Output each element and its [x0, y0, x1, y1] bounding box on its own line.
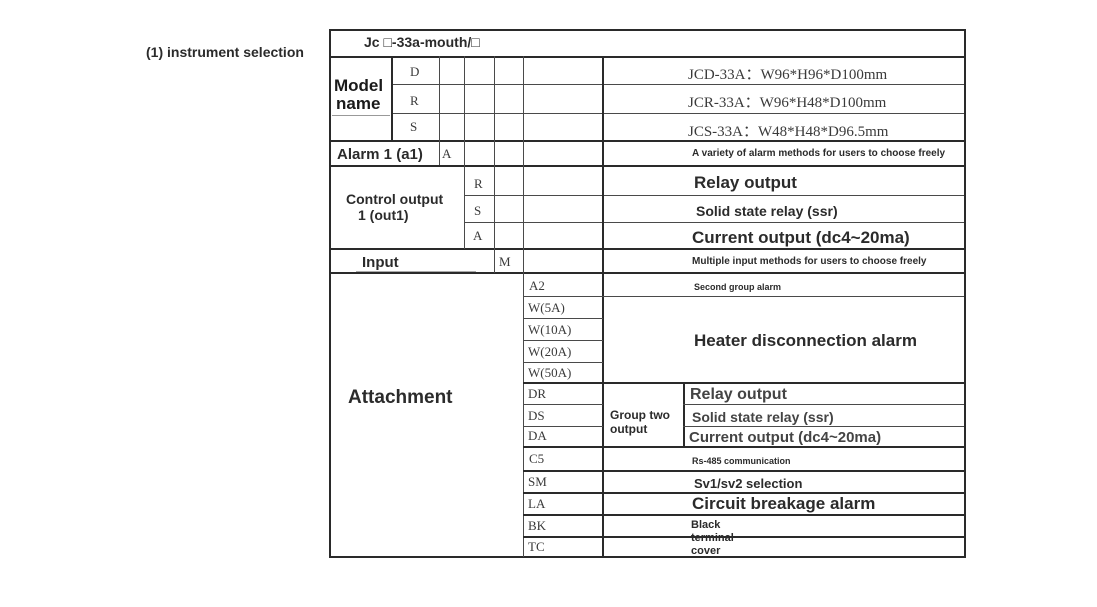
- group-two-desc-relay: Relay output: [690, 386, 787, 403]
- model-code-s: S: [410, 119, 418, 134]
- attachment-code-bk: BK: [528, 518, 547, 533]
- input-underline: [356, 271, 476, 272]
- attachment-desc-c5: Rs-485 communication: [692, 456, 791, 466]
- control-code-s: S: [474, 203, 482, 218]
- group-two-label-line1: Group two: [610, 408, 670, 422]
- heater-code-20a: W(20A): [528, 344, 572, 359]
- attachment-desc-bk-line2: terminal: [691, 532, 734, 544]
- group-two-code-dr: DR: [528, 386, 547, 401]
- group-two-code-da: DA: [528, 428, 547, 443]
- group-two-desc-ssr: Solid state relay (ssr): [692, 409, 834, 425]
- heater-code-5a: W(5A): [528, 300, 565, 315]
- control-code-a: A: [473, 228, 483, 243]
- heater-code-10a: W(10A): [528, 322, 572, 337]
- model-name-label-line2: name: [336, 94, 381, 113]
- model-name-label-line1: Model: [334, 76, 384, 95]
- attachment-code-c5: C5: [529, 451, 545, 466]
- heater-desc: Heater disconnection alarm: [694, 331, 917, 350]
- model-desc-d: JCD-33A：W96*H96*D100mm: [688, 67, 888, 83]
- attachment-code-la: LA: [528, 496, 546, 511]
- attachment-desc-bk-line3: cover: [691, 545, 721, 557]
- alarm1-desc: A variety of alarm methods for users to …: [692, 148, 946, 159]
- model-code-r: R: [410, 93, 419, 108]
- attachment-code-sm: SM: [528, 474, 547, 489]
- input-label: Input: [362, 254, 399, 271]
- control-desc-current: Current output (dc4~20ma): [692, 228, 910, 247]
- section-label: (1) instrument selection: [146, 44, 304, 60]
- heater-code-50a: W(50A): [528, 365, 572, 380]
- model-desc-s: JCS-33A：W48*H48*D96.5mm: [688, 124, 889, 140]
- control-output-label-line1: Control output: [346, 191, 444, 207]
- control-code-r: R: [474, 176, 483, 191]
- input-code: M: [499, 254, 511, 269]
- attachment-desc-sm: Sv1/sv2 selection: [694, 476, 803, 491]
- control-desc-relay: Relay output: [694, 173, 797, 192]
- attachment-code-a2: A2: [529, 278, 545, 293]
- model-code-d: D: [410, 64, 420, 79]
- control-desc-ssr: Solid state relay (ssr): [696, 203, 838, 219]
- group-two-label-line2: output: [610, 422, 648, 436]
- alarm1-label: Alarm 1 (a1): [337, 146, 423, 163]
- attachment-desc-la: Circuit breakage alarm: [692, 494, 876, 513]
- group-two-code-ds: DS: [528, 408, 545, 423]
- attachment-code-tc: TC: [528, 539, 545, 554]
- control-output-label-line2: 1 (out1): [358, 207, 409, 223]
- model-desc-r: JCR-33A：W96*H48*D100mm: [688, 95, 887, 111]
- attachment-label: Attachment: [348, 387, 453, 408]
- group-two-desc-current: Current output (dc4~20ma): [689, 429, 882, 446]
- model-code: Jc □-33a-mouth/□: [364, 34, 480, 50]
- attachment-desc-a2: Second group alarm: [694, 282, 782, 292]
- alarm1-code: A: [442, 146, 452, 161]
- attachment-desc-bk-line1: Black: [691, 519, 721, 531]
- input-desc: Multiple input methods for users to choo…: [692, 256, 927, 267]
